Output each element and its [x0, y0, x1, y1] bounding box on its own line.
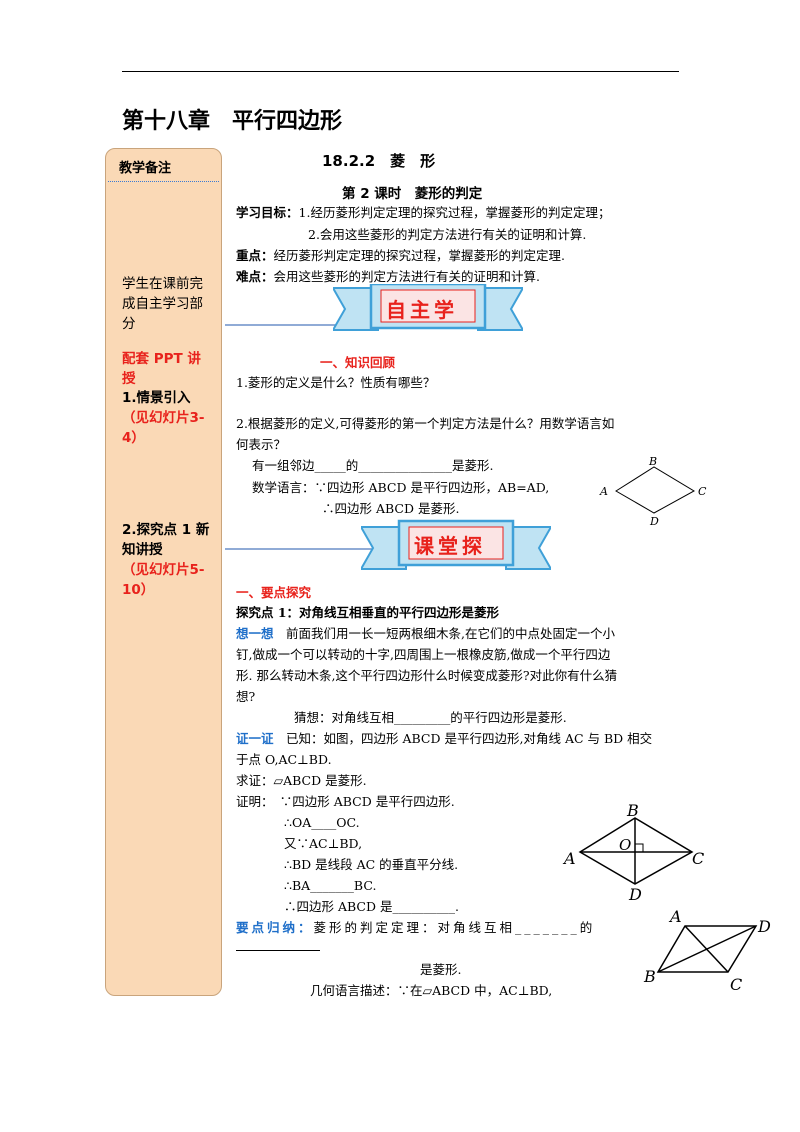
summary-line2: 是菱形. — [420, 962, 462, 977]
sidebar-ppt: 配套 PPT 讲授 — [122, 351, 201, 387]
explore-point1: 探究点 1：对角线互相垂直的平行四边形是菱形 — [236, 605, 500, 620]
sidebar-step1: 1.情景引入 — [122, 390, 191, 406]
rhombus-figure-2: B O A C D — [562, 801, 704, 904]
objective-line1: 学习目标：1.经历菱形判定定理的探究过程，掌握菱形的判定定理； — [236, 205, 611, 220]
key-point: 重点：经历菱形判定定理的探究过程，掌握菱形的判定定理. — [236, 248, 565, 263]
proof-2: 又∵AC⊥BD, — [284, 836, 363, 851]
think-line1: 想一想 前面我们用一长一短两根细木条,在它们的中点处固定一个小 — [236, 626, 615, 641]
banner-class-explore — [361, 519, 551, 570]
sidebar-note: 学生在课前完成自主学习部分 — [122, 276, 203, 332]
parallelogram-figure: A D B C — [643, 907, 771, 994]
review-q2-line2: 何表示？ — [236, 437, 287, 452]
proof-4: ∴BA_______BC. — [284, 878, 377, 893]
think-line2: 钉,做成一个可以转动的十字,四周围上一根橡皮筋,做成一个平行四边 — [236, 647, 611, 662]
sidebar-step2: 2.探究点 1 新知讲授 — [122, 522, 210, 558]
sidebar-divider — [108, 181, 219, 182]
sidebar-step2-slides: （见幻灯片5-10） — [122, 562, 205, 598]
difficulty: 难点：会用这些菱形的判定方法进行有关的证明和计算. — [236, 269, 540, 284]
teaching-notes-sidebar — [105, 148, 222, 996]
proof-0: 证明： ∵四边形 ABCD 是平行四边形. — [236, 794, 455, 809]
proof-5: ∴四边形 ABCD 是__________. — [284, 899, 459, 914]
sidebar-step1-slides: （见幻灯片3-4） — [122, 410, 205, 446]
lesson-title: 第 2 课时 菱形的判定 — [342, 186, 483, 202]
fig2-label-o: O — [619, 836, 631, 854]
sidebar-heading: 教学备注 — [119, 161, 172, 176]
objective-line2: 2.会用这些菱形的判定方法进行有关的证明和计算. — [308, 227, 587, 242]
review-q2-line1: 2.根据菱形的定义,可得菱形的第一个判定方法是什么？用数学语言如 — [236, 416, 615, 431]
section-title: 18.2.2 菱 形 — [322, 152, 436, 170]
summary-blank — [236, 950, 320, 951]
prove-line1: 证一证 已知：如图，四边形 ABCD 是平行四边形,对角线 AC 与 BD 相交 — [236, 731, 653, 746]
rhombus-figure-1: B A C D — [599, 455, 707, 527]
geo-description: 几何语言描述：∵在▱ABCD 中，AC⊥BD, — [310, 983, 553, 998]
think-line4: 想? — [236, 689, 256, 704]
review-q1: 1.菱形的定义是什么？性质有哪些？ — [236, 375, 436, 390]
think-line3: 形. 那么转动木条,这个平行四边形什么时候变成菱形?对此你有什么猜 — [236, 668, 618, 683]
fig3-label-d: D — [757, 917, 771, 936]
explore-title: 一、要点探究 — [236, 585, 312, 600]
summary-line1: 要点归纳：菱形的判定定理：对角线互相_______的 — [236, 920, 596, 935]
review-math2: ∴四边形 ABCD 是菱形. — [322, 501, 460, 516]
proof-3: ∴BD 是线段 AC 的垂直平分线. — [284, 857, 459, 872]
fig3-label-c: C — [730, 975, 742, 994]
banner-self-study-text: 自主学习 — [386, 298, 458, 328]
review-math1: 数学语言：∵四边形 ABCD 是平行四边形，AB=AD, — [252, 480, 550, 495]
proof-1: ∴OA____OC. — [284, 815, 360, 830]
banner-self-study — [333, 284, 523, 331]
top-rule — [122, 71, 679, 72]
fig1-label-b: B — [648, 455, 657, 468]
fig1-label-a: A — [599, 485, 608, 498]
review-fill: 有一组邻边_____的_______________是菱形. — [252, 458, 494, 473]
fig2-label-c: C — [692, 849, 704, 868]
prove-goal: 求证：▱ABCD 是菱形. — [236, 773, 367, 788]
review-title: 一、知识回顾 — [320, 355, 396, 370]
fig1-label-d: D — [649, 515, 659, 527]
fig3-label-a: A — [668, 907, 682, 926]
fig2-label-d: D — [628, 885, 642, 904]
fig2-label-b: B — [626, 801, 639, 820]
prove-line2: 于点 O,AC⊥BD. — [236, 752, 332, 767]
fig1-label-c: C — [698, 485, 707, 498]
fig3-label-b: B — [643, 967, 656, 986]
chapter-title: 第十八章 平行四边形 — [122, 109, 343, 134]
fig2-label-a: A — [562, 849, 576, 868]
banner-class-explore-text: 课堂探究 — [414, 534, 486, 564]
guess: 猜想：对角线互相_________的平行四边形是菱形. — [294, 710, 567, 725]
